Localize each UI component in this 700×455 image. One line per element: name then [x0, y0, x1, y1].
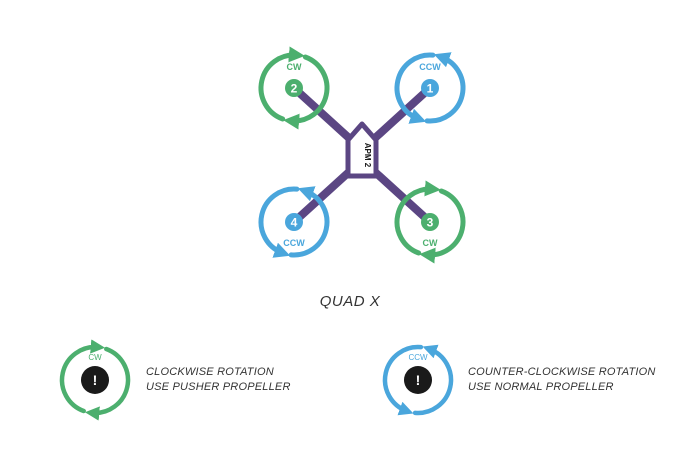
exclamation-mark: ! — [416, 372, 421, 388]
motor-3-direction-label: CW — [423, 238, 438, 248]
legend-icons: ! CW! CCW — [59, 339, 454, 421]
exclamation-icon — [404, 366, 432, 394]
motor-3-number: 3 — [427, 216, 434, 230]
legend-ccw-badge: CCW — [408, 353, 428, 362]
flight-controller: APM 2 — [345, 121, 379, 179]
legend-ccw-line2: USE NORMAL PROPELLER — [468, 381, 614, 393]
motor-1-badge — [421, 79, 439, 97]
motor-3-rotation-arc — [394, 180, 441, 256]
legend-cw-badge: CW — [88, 353, 102, 362]
motor-4-rotation-arc — [258, 186, 300, 258]
motor-4-direction-label: CCW — [283, 238, 305, 248]
motor-2-rotation-arc — [258, 46, 305, 122]
legend-cw-rotation-arc — [59, 339, 106, 414]
exclamation-icon — [81, 366, 109, 394]
legend-ccw-icon: ! CCW — [382, 344, 454, 416]
motor-2-rotation-arc — [283, 54, 330, 130]
exclamation-mark: ! — [93, 372, 98, 388]
motor-1-rotation-arc — [424, 52, 466, 124]
motor-1-direction-label: CCW — [419, 62, 441, 72]
legend-cw-rotation-arc — [84, 346, 131, 421]
motor-2-number: 2 — [291, 82, 298, 96]
motor-3: 3CW — [394, 180, 466, 264]
frame-type-caption: QUAD X — [319, 293, 381, 310]
motor-4-badge — [285, 213, 303, 231]
flight-controller-body — [345, 121, 379, 179]
motor-2-direction-label: CW — [287, 62, 302, 72]
motor-4-number: 4 — [291, 216, 298, 230]
legend-cw-line1: CLOCKWISE ROTATION — [146, 366, 274, 378]
motor-2-badge — [285, 79, 303, 97]
legend-cw-line2: USE PUSHER PROPELLER — [146, 381, 291, 393]
legend-ccw-text: COUNTER-CLOCKWISE ROTATION USE NORMAL PR… — [468, 365, 656, 395]
motor-1-rotation-arc — [394, 52, 436, 124]
legend-ccw-rotation-arc — [412, 344, 454, 416]
legend-ccw-rotation-arc — [382, 344, 424, 416]
motor-1-number: 1 — [427, 82, 434, 96]
legend-cw-icon: ! CW — [59, 339, 131, 421]
motor-1: 1 CCW — [394, 52, 466, 124]
motor-4-rotation-arc — [288, 186, 330, 258]
motor-3-badge — [421, 213, 439, 231]
motor-2: 2 CW — [258, 46, 330, 130]
legend-ccw-line1: COUNTER-CLOCKWISE ROTATION — [468, 366, 656, 378]
legend-cw-text: CLOCKWISE ROTATION USE PUSHER PROPELLER — [146, 365, 291, 395]
motor-3-rotation-arc — [419, 188, 466, 264]
flight-controller-label: APM 2 — [363, 143, 372, 168]
